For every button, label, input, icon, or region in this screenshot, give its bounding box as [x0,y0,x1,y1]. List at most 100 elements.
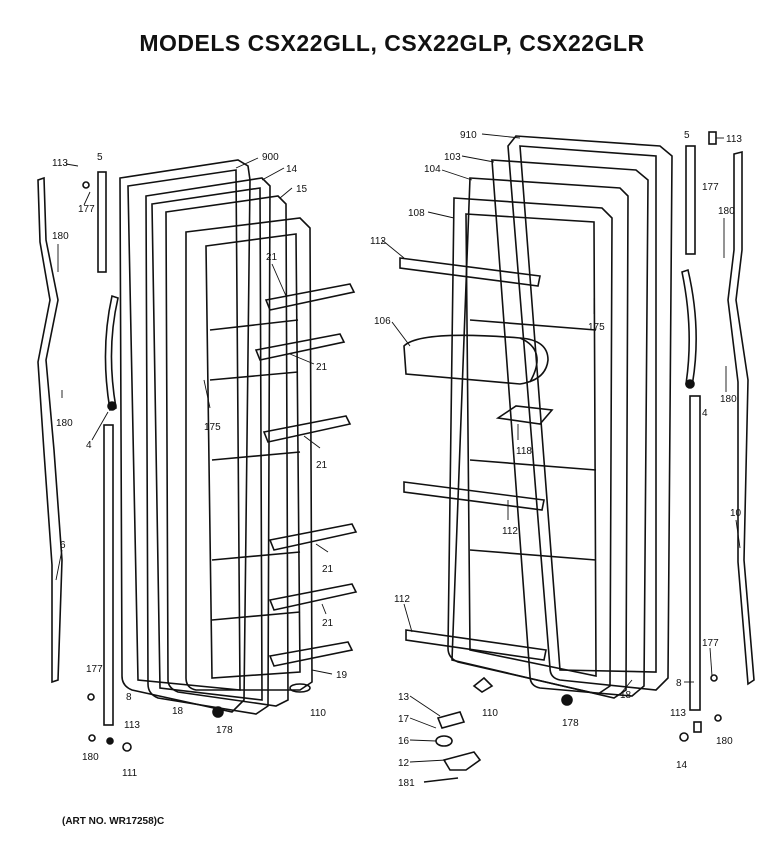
left-hinge-bolt [82,181,90,189]
left-shelf-3 [262,415,352,443]
left-screw-111 [122,742,132,752]
label-16: 16 [398,736,410,747]
right-handle-end [685,379,695,389]
label-8-right: 8 [676,678,682,689]
hinge-part-16 [435,735,453,747]
leader-10 [735,519,741,549]
label-113-bottom-left: 113 [124,720,140,731]
leader-106 [391,321,411,347]
left-liner-rib-1 [209,319,299,331]
label-113-top-left: 113 [52,158,68,169]
label-21-d: 21 [322,564,334,575]
label-180-bottom-left: 180 [82,752,99,763]
label-177-left: 177 [78,204,95,215]
left-shelf-1 [264,283,356,311]
label-108: 108 [408,208,425,219]
left-inner-frame [165,195,289,707]
left-shelf-5 [268,583,358,611]
right-top-cap [708,131,717,145]
leader-103 [461,155,495,163]
leader-19 [311,669,333,675]
right-lower-strip [689,395,701,711]
label-19: 19 [336,670,348,681]
leader-910 [481,133,521,139]
left-roller-178 [212,706,224,718]
left-shelf-2 [254,333,346,361]
left-screw-180 [88,734,96,742]
label-112-c: 112 [394,594,410,605]
label-180-bottom-right: 180 [716,736,733,747]
left-door-liner [185,217,313,691]
label-113-bottom-right: 113 [670,708,686,719]
right-liner-rib-1 [469,319,597,331]
left-door-handle [104,294,119,412]
label-180-right-mid: 180 [720,394,737,405]
right-shelf-bottom [405,629,547,661]
right-liner-inner-wall [465,213,597,677]
right-door-liner [447,197,613,695]
art-number: (ART NO. WR17258)C [62,816,165,827]
label-180-left-upper: 180 [52,231,69,242]
right-inner-frame [451,177,629,699]
left-outer-door [119,159,251,713]
right-bottom-cap [472,676,494,693]
label-8-left: 8 [126,692,132,703]
label-4-left: 4 [86,440,92,451]
label-177-right: 177 [702,182,719,193]
label-177-bottom-right: 177 [702,638,719,649]
label-21-a: 21 [266,252,278,263]
label-175-right: 175 [588,322,605,333]
right-roller-178 [561,694,573,706]
label-118: 118 [516,446,532,457]
left-lower-strip [103,424,114,726]
leader-21d [315,543,329,553]
right-screw-177 [710,674,718,682]
leader-17 [409,717,437,729]
right-shelf-top [399,257,541,287]
leader-177-l [83,191,91,206]
right-screw-180-bottom [714,714,722,722]
dairy-door-edge [519,337,538,383]
label-178-left: 178 [216,725,233,736]
leader-21c [303,435,321,449]
label-180-right-upper: 180 [718,206,735,217]
butter-tray [495,405,554,425]
label-21-e: 21 [322,618,334,629]
label-104: 104 [424,164,441,175]
leader-13 [409,695,441,717]
leader-21a [271,263,287,297]
right-handle-trim [727,150,755,686]
hinge-plate-13 [436,711,466,729]
label-21-c: 21 [316,460,328,471]
right-liner-rib-3 [469,549,597,561]
leader-112a [381,239,405,259]
leader-12 [409,759,447,763]
label-17: 17 [398,714,410,725]
leader-21b [289,353,315,365]
leader-177-br [709,647,713,677]
leader-4-l [91,411,109,441]
left-shelf-6 [268,641,354,667]
left-shelf-4 [268,523,358,551]
label-106: 106 [374,316,391,327]
right-shelf-mid [403,481,545,511]
label-5-left: 5 [97,152,103,163]
leader-16 [409,739,437,742]
left-liner-rib-5 [211,611,301,621]
label-14-bottom: 14 [676,760,688,771]
right-outer-door [507,135,673,691]
diagram-title: MODELS CSX22GLL, CSX22GLP, CSX22GLR [139,30,645,56]
leader-21e [321,603,327,615]
leader-112c [403,603,413,633]
label-178-right: 178 [562,718,579,729]
leader-18r [621,679,633,693]
label-112-a: 112 [370,236,386,247]
leader-15 [279,187,293,199]
right-door-handle [681,268,697,388]
left-liner-inner-wall [205,233,301,679]
left-gasket [145,177,271,715]
right-liner-rib-2 [469,459,597,471]
leader-175-l [203,379,211,409]
